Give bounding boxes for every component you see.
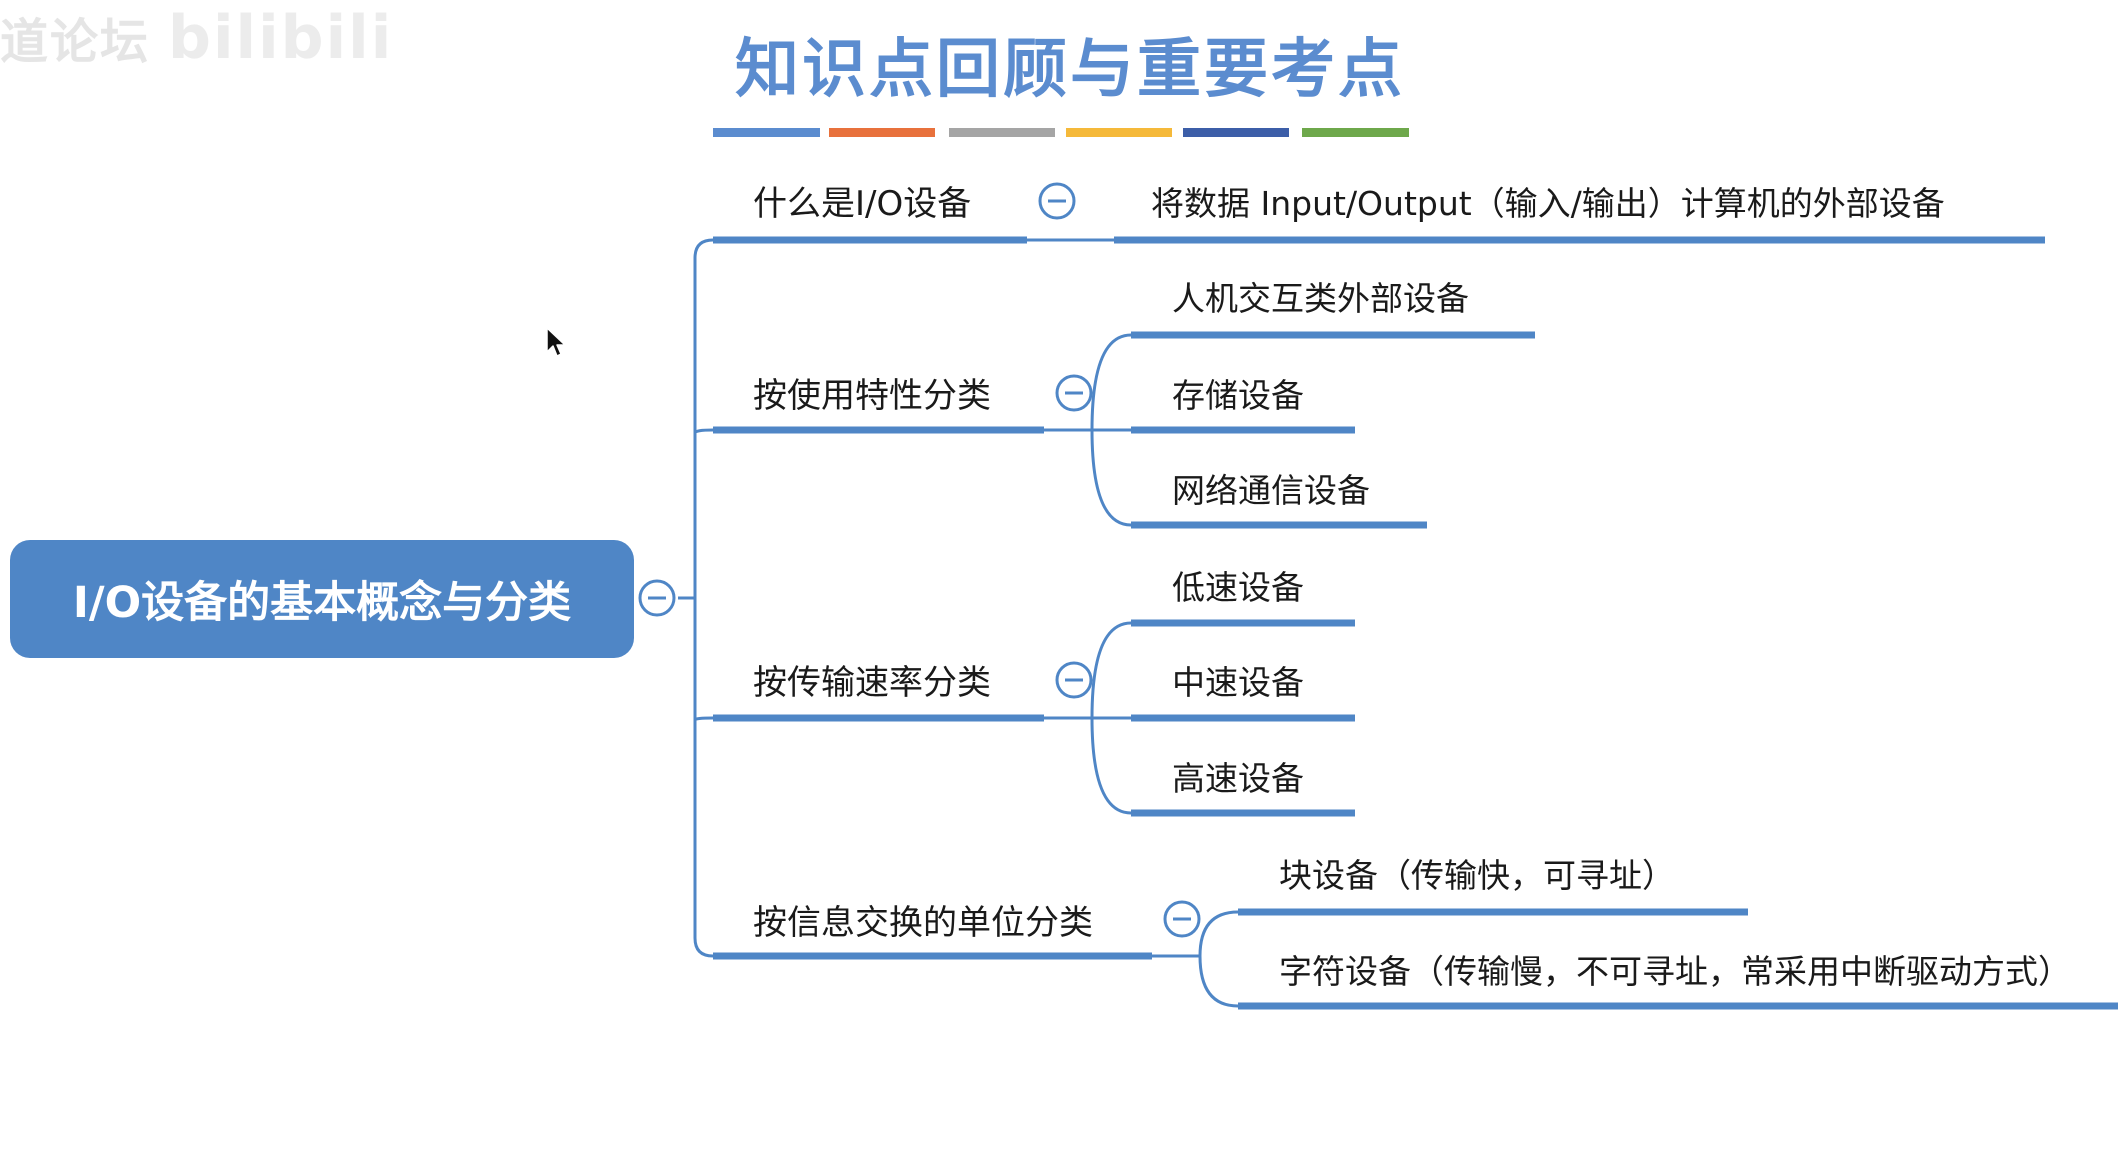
branch-what-is-io-device[interactable]: 什么是I/O设备: [753, 184, 972, 224]
title-color-bar-6: [1302, 128, 1409, 137]
branch-4-connector: [1152, 910, 1239, 1008]
leaf-human-interaction-device[interactable]: 人机交互类外部设备: [1172, 279, 1469, 318]
watermark: 道论坛 bilibili: [0, 2, 393, 73]
collapse-minus-icon[interactable]: [1055, 661, 1093, 699]
leaf-medium-speed-device[interactable]: 中速设备: [1172, 663, 1304, 702]
branch-by-usage[interactable]: 按使用特性分类: [753, 376, 991, 416]
collapse-minus-icon[interactable]: [1055, 374, 1093, 412]
collapse-minus-icon[interactable]: [638, 579, 676, 617]
branch-by-transfer-rate[interactable]: 按传输速率分类: [753, 663, 991, 703]
leaf-block-device[interactable]: 块设备（传输快，可寻址）: [1279, 856, 1675, 895]
branch-2-connector: [1044, 333, 1132, 527]
trunk-connector: [693, 238, 714, 958]
leaf-character-device[interactable]: 字符设备（传输慢，不可寻址，常采用中断驱动方式）: [1279, 952, 2071, 991]
title-color-bar-3: [949, 128, 1055, 137]
bilibili-logo: bilibili: [168, 3, 394, 73]
leaf-low-speed-device[interactable]: 低速设备: [1172, 568, 1304, 607]
title-color-bar-4: [1066, 128, 1172, 137]
title-color-bar-5: [1183, 128, 1289, 137]
slide-title: 知识点回顾与重要考点: [735, 32, 1405, 107]
collapse-minus-icon[interactable]: [1038, 182, 1076, 220]
root-node[interactable]: I/O设备的基本概念与分类: [10, 540, 634, 658]
leaf-io-definition[interactable]: 将数据 Input/Output（输入/输出）计算机的外部设备: [1151, 184, 1945, 223]
branch-by-exchange-unit[interactable]: 按信息交换的单位分类: [753, 903, 1093, 943]
leaf-storage-device[interactable]: 存储设备: [1172, 376, 1304, 415]
mouse-pointer-icon: [546, 327, 566, 357]
title-color-bar-2: [829, 128, 935, 137]
collapse-minus-icon[interactable]: [1163, 900, 1201, 938]
leaf-high-speed-device[interactable]: 高速设备: [1172, 759, 1304, 798]
branch-3-connector: [1044, 621, 1132, 815]
watermark-text: 道论坛: [0, 14, 151, 70]
leaf-network-device[interactable]: 网络通信设备: [1172, 471, 1370, 510]
title-color-bar-1: [713, 128, 820, 137]
